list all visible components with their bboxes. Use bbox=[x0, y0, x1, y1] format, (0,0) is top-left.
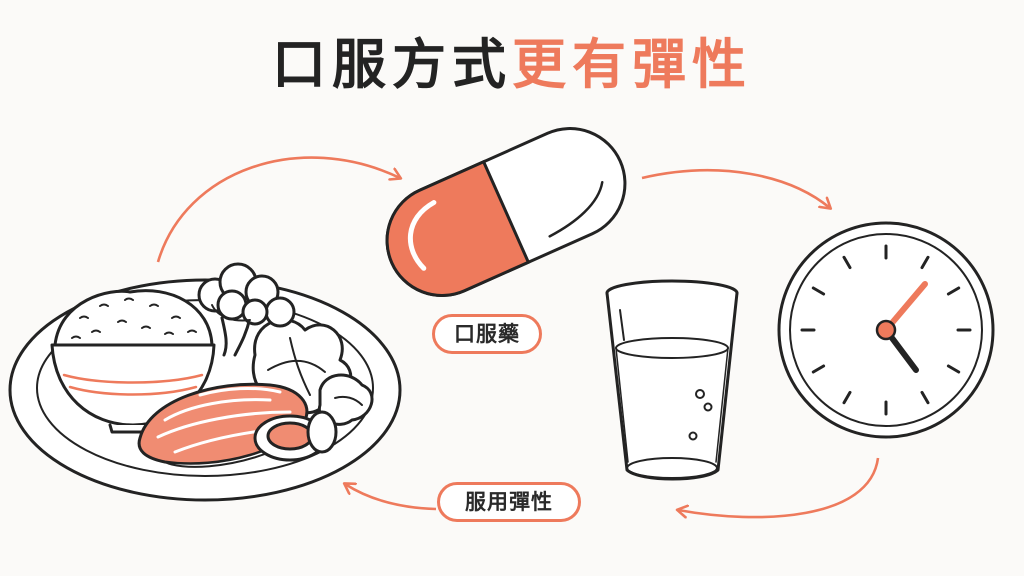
clock-center bbox=[875, 319, 897, 341]
clock-tick bbox=[842, 255, 852, 270]
arrow-capsule-to-clock bbox=[641, 169, 830, 208]
clock-tick bbox=[946, 364, 961, 374]
label-oral-medicine: 口服藥 bbox=[432, 314, 542, 354]
clock-icon bbox=[777, 221, 995, 439]
clock-tick bbox=[811, 364, 826, 374]
clock-ticks bbox=[800, 244, 972, 416]
arrow-clock-to-label bbox=[678, 457, 880, 517]
lemon-slice-icon bbox=[253, 410, 338, 462]
water-glass-icon bbox=[605, 279, 739, 481]
clock-tick bbox=[920, 390, 930, 405]
arrow-meal-to-capsule bbox=[156, 156, 400, 263]
label-flexible-dosing: 服用彈性 bbox=[437, 482, 581, 522]
arrow-label-to-meal bbox=[345, 484, 437, 511]
clock-tick bbox=[811, 286, 826, 296]
meal-plate-icon bbox=[8, 262, 402, 502]
clock-tick bbox=[920, 255, 930, 270]
capsule-icon bbox=[385, 127, 627, 297]
clock-tick bbox=[946, 286, 961, 296]
clock-tick bbox=[842, 390, 852, 405]
title-part-1: 口服方式 bbox=[272, 33, 512, 96]
page-title: 口服方式更有彈性 bbox=[0, 30, 1024, 100]
title-part-2: 更有彈性 bbox=[512, 33, 752, 96]
broccoli-icon bbox=[197, 262, 296, 357]
